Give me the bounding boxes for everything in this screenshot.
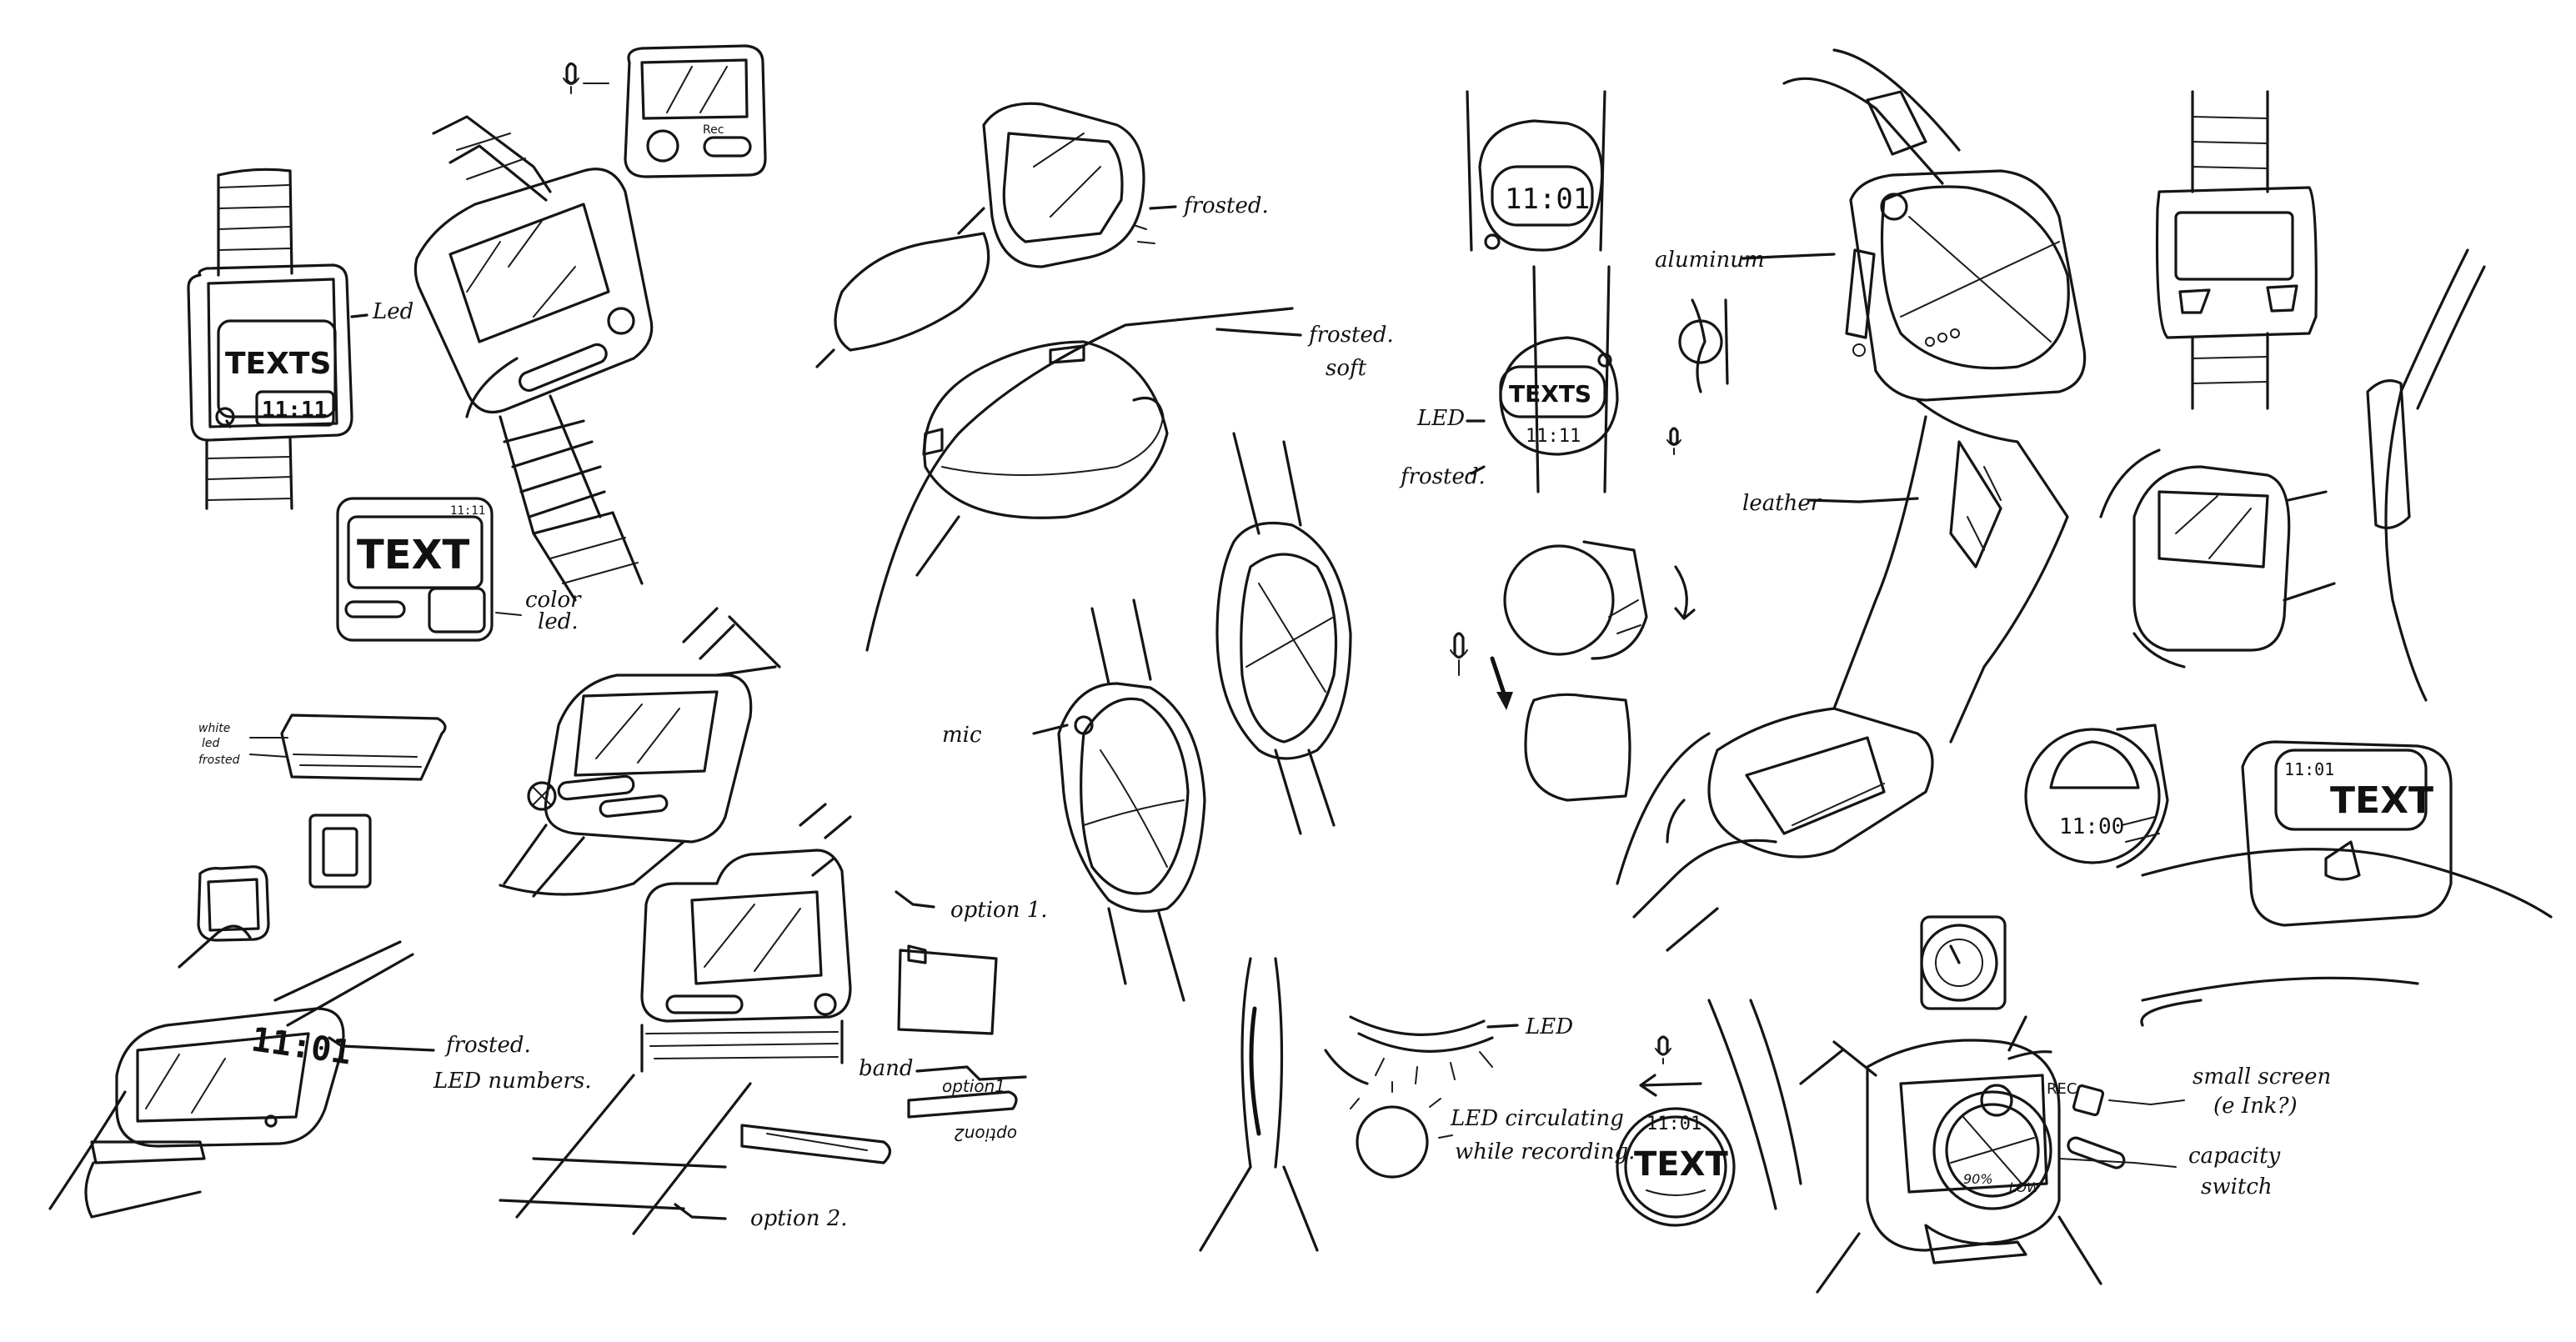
sketch-watch-retro-small: Rec bbox=[563, 44, 767, 178]
screen-time-1101: 11:01 bbox=[1505, 183, 1590, 216]
screen-text-texts: TEXTS bbox=[225, 347, 331, 381]
screen-time: 11:11 bbox=[262, 398, 327, 423]
screen-text-round: TEXT bbox=[1634, 1145, 1728, 1184]
sketch-panel-text-screen: TEXT 11:11 color led. bbox=[336, 497, 582, 642]
sketch-watch-round-front bbox=[1215, 432, 1352, 835]
down-arrow-icon bbox=[1490, 656, 1513, 710]
annotation-led-round: LED bbox=[1416, 406, 1465, 431]
annotation-eink: (e Ink?) bbox=[2213, 1094, 2298, 1119]
annotation-mic: mic bbox=[942, 723, 982, 748]
dial-label-low: LOW bbox=[2009, 1179, 2041, 1195]
sketch-watch-right-square bbox=[2155, 90, 2318, 410]
sketch-rotation-study bbox=[1450, 540, 1696, 802]
rotate-arrow-icon bbox=[1674, 565, 1696, 620]
sketch-watch-options: option 1. band option1 option2 option 2. bbox=[499, 803, 1048, 1235]
sketch-watch-led-profile: LED LED circulating while recording. bbox=[1199, 957, 1635, 1252]
sketch-watch-square-texts: TEXTS 11:11 Led bbox=[187, 168, 413, 510]
mic-icon bbox=[1655, 1035, 1671, 1064]
sketch-watch-pebble: frosted. bbox=[815, 102, 1269, 368]
sketch-watch-aluminum-leather: aluminum leather bbox=[1616, 48, 2087, 952]
annotation-color: color bbox=[525, 588, 582, 613]
annotation-led-color: led. bbox=[538, 609, 579, 634]
sketch-watch-1100: 11:00 bbox=[2024, 724, 2169, 869]
annotation-capacity: capacity bbox=[2188, 1144, 2281, 1169]
sketch-watch-dial-rec: REC 90% LOW small screen (e Ink?) capaci… bbox=[1799, 1015, 2331, 1294]
annotation-led-small: led bbox=[202, 737, 220, 750]
button-label-rec-dial: REC bbox=[2047, 1080, 2077, 1098]
sketch-dial-small bbox=[1920, 915, 2007, 1010]
annotation-band: band bbox=[859, 1056, 914, 1081]
annotation-aluminum: aluminum bbox=[1655, 248, 1765, 273]
sketch-watch-angled-frosted bbox=[499, 607, 781, 898]
sketch-watch-retro-angled bbox=[413, 115, 654, 602]
screen-text-text: TEXT bbox=[357, 532, 470, 578]
sketch-led-ring-detail: white led frosted bbox=[197, 714, 447, 942]
sketch-watch-round-wrist: frosted. soft bbox=[865, 307, 1394, 652]
screen-time-round: 11:11 bbox=[1526, 426, 1581, 447]
annotation-led-profile: LED bbox=[1525, 1014, 1573, 1039]
annotation-soft: soft bbox=[1326, 356, 1367, 381]
sketch-watch-round-texts: 11:01 TEXTS 11:11 LED frosted. bbox=[1399, 90, 1729, 493]
screen-text-wrist: TEXT bbox=[2330, 779, 2433, 822]
annotation-option-2: option 2. bbox=[750, 1206, 848, 1231]
sketch-watch-mic-side: mic bbox=[942, 598, 1206, 1002]
back-arrow-icon bbox=[1639, 1074, 1702, 1097]
mic-icon bbox=[1450, 632, 1468, 676]
screen-texts-round: TEXTS bbox=[1509, 380, 1591, 408]
sketch-watch-text-wrist: 11:01 TEXT bbox=[2140, 740, 2553, 1027]
annotation-frosted-pebble: frosted. bbox=[1182, 193, 1269, 218]
annotation-small-screen: small screen bbox=[2193, 1064, 2331, 1089]
annotation-while-recording: while recording. bbox=[1455, 1139, 1635, 1164]
screen-time-1100: 11:00 bbox=[2059, 814, 2124, 839]
dial-label-90: 90% bbox=[1963, 1171, 1993, 1187]
annotation-led-numbers: LED numbers. bbox=[433, 1069, 592, 1094]
annotation-switch: switch bbox=[2201, 1174, 2273, 1199]
button-label-rec: Rec bbox=[703, 123, 724, 137]
sketch-watch-round-text: 11:01 TEXT bbox=[1616, 999, 1802, 1227]
annotation-white: white bbox=[198, 722, 230, 735]
annotation-leather: leather bbox=[1742, 491, 1822, 516]
annotation-frosted-soft: frosted. bbox=[1307, 323, 1394, 348]
screen-time-small: 11:11 bbox=[450, 504, 485, 518]
sketch-strap-clip bbox=[2366, 248, 2486, 702]
screen-time-round-text: 11:01 bbox=[1646, 1114, 1701, 1134]
annotation-frosted-numbers: frosted. bbox=[444, 1033, 531, 1058]
screen-time-text-wrist: 11:01 bbox=[2284, 759, 2334, 779]
annotation-frosted-round: frosted. bbox=[1399, 464, 1486, 489]
mic-icon bbox=[1666, 427, 1681, 455]
annotation-option-1: option 1. bbox=[950, 898, 1048, 923]
annotation-led: Led bbox=[372, 299, 413, 324]
annotation-frosted-small: frosted bbox=[198, 754, 240, 767]
annotation-led-circulating: LED circulating bbox=[1450, 1106, 1624, 1131]
annotation-band-option-2: option2 bbox=[954, 1124, 1017, 1144]
